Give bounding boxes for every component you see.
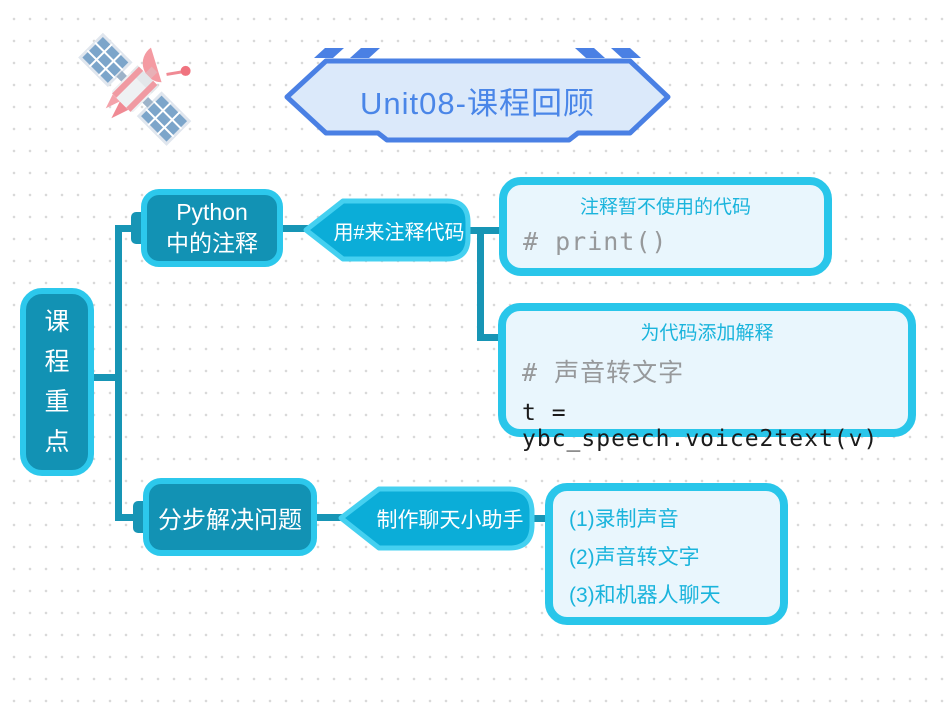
leaf-node-chat-steps[interactable]: (1)录制声音 (2)声音转文字 (3)和机器人聊天 <box>545 483 788 625</box>
code-comment-line: # 声音转文字 <box>522 358 685 387</box>
leaf-node-comment-unused-code[interactable]: 注释暂不使用的代码 # print() <box>499 177 832 276</box>
hexagon-shape <box>338 486 535 551</box>
list-item: (3)和机器人聊天 <box>569 584 721 607</box>
satellite-panel-left <box>78 32 133 88</box>
satellite-body <box>111 65 159 113</box>
page-title: Unit08-课程回顾 <box>360 86 595 121</box>
topic-node-label: 分步解决问题 <box>158 506 302 534</box>
title-banner: Unit08-课程回顾 <box>280 46 675 144</box>
connector-trunk-1 <box>115 225 122 521</box>
connector-to-steps-node <box>115 514 145 521</box>
connector-python-hex <box>280 225 308 232</box>
leaf-title: 为代码添加解释 <box>640 323 774 344</box>
list-item: (2)声音转文字 <box>569 546 700 569</box>
code-line: t = ybc_speech.voice2text(v) <box>522 400 879 452</box>
topic-node-step-by-step[interactable]: 分步解决问题 <box>143 478 317 556</box>
banner-frame <box>284 48 671 143</box>
subtopic-label: 用#来注释代码 <box>333 221 465 244</box>
subtopic-node-comment-with-hash[interactable]: 用#来注释代码 <box>302 196 474 264</box>
leaf-node-explain-code[interactable]: 为代码添加解释 # 声音转文字 t = ybc_speech.voice2tex… <box>498 303 916 452</box>
hexagon-shape <box>303 198 471 262</box>
root-node-course-key-points[interactable]: 课 程 重 点 <box>20 288 94 476</box>
connector-root-trunk <box>90 374 122 381</box>
subtopic-label: 制作聊天小助手 <box>376 508 524 532</box>
satellite-icon <box>78 32 192 146</box>
connector-to-python-node <box>115 225 141 232</box>
connector-to-leaf2 <box>477 334 500 341</box>
connector-trunk-2 <box>477 227 484 341</box>
topic-node-label: Python 中的注释 <box>166 199 258 256</box>
subtopic-node-chat-assistant[interactable]: 制作聊天小助手 <box>337 484 537 553</box>
connector-steps-hex <box>314 514 342 521</box>
connector-hex-leaf3 <box>530 515 548 522</box>
code-comment-line: # print() <box>523 227 668 256</box>
list-item: (1)录制声音 <box>569 508 679 531</box>
topic-node-python-comments[interactable]: Python 中的注释 <box>141 189 283 267</box>
leaf-title: 注释暂不使用的代码 <box>579 197 751 218</box>
root-node-label: 课 程 重 点 <box>44 308 70 456</box>
satellite-panel-right <box>136 91 192 146</box>
